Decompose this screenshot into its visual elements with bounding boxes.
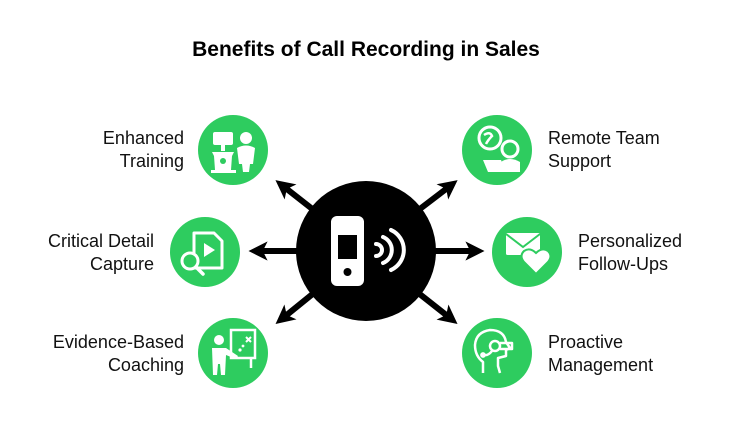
benefit-label-line-1: Personalized [578,231,683,251]
benefit-label-line-2: Coaching [107,355,184,375]
benefit-node-proactive-management [462,318,532,388]
benefit-node-critical-detail-capture [170,217,240,287]
benefit-label-line-2: Management [548,355,654,375]
benefit-label-line-1: Proactive [548,332,624,352]
benefit-node-evidence-based-coaching [198,318,268,388]
benefit-node-enhanced-training [198,115,268,185]
benefit-label-line-1: Evidence-Based [52,332,184,352]
diagram-title: Benefits of Call Recording in Sales [192,38,540,61]
benefit-label-line-1: Remote Team [548,128,660,148]
globe-laptop-user-icon [477,125,520,172]
coach-whiteboard-icon [212,328,257,375]
benefit-label-line-2: Support [548,151,612,171]
trainer-presentation-icon [211,132,255,173]
benefit-label-critical-detail-capture: Critical Detail Capture [48,230,154,276]
envelope-heart-icon [505,233,552,276]
hub-circle [296,181,436,321]
benefit-label-line-2: Training [119,151,184,171]
benefit-label-enhanced-training: Enhanced Training [103,127,184,173]
benefit-node-personalized-follow-ups [492,217,562,287]
benefit-label-line-2: Follow-Ups [578,254,669,274]
benefit-node-remote-team-support [462,115,532,185]
benefit-label-line-2: Capture [89,254,154,274]
benefit-label-personalized-follow-ups: Personalized Follow-Ups [578,230,682,276]
benefit-label-evidence-based-coaching: Evidence-Based Coaching [53,331,184,377]
benefit-label-line-1: Enhanced [102,128,184,148]
benefit-label-remote-team-support: Remote Team Support [548,127,660,173]
head-headset-icon [473,328,514,374]
phone-recording-icon [331,216,406,286]
benefit-label-line-1: Critical Detail [47,231,154,251]
video-file-search-icon [180,231,224,276]
benefit-label-proactive-management: Proactive Management [548,331,653,377]
